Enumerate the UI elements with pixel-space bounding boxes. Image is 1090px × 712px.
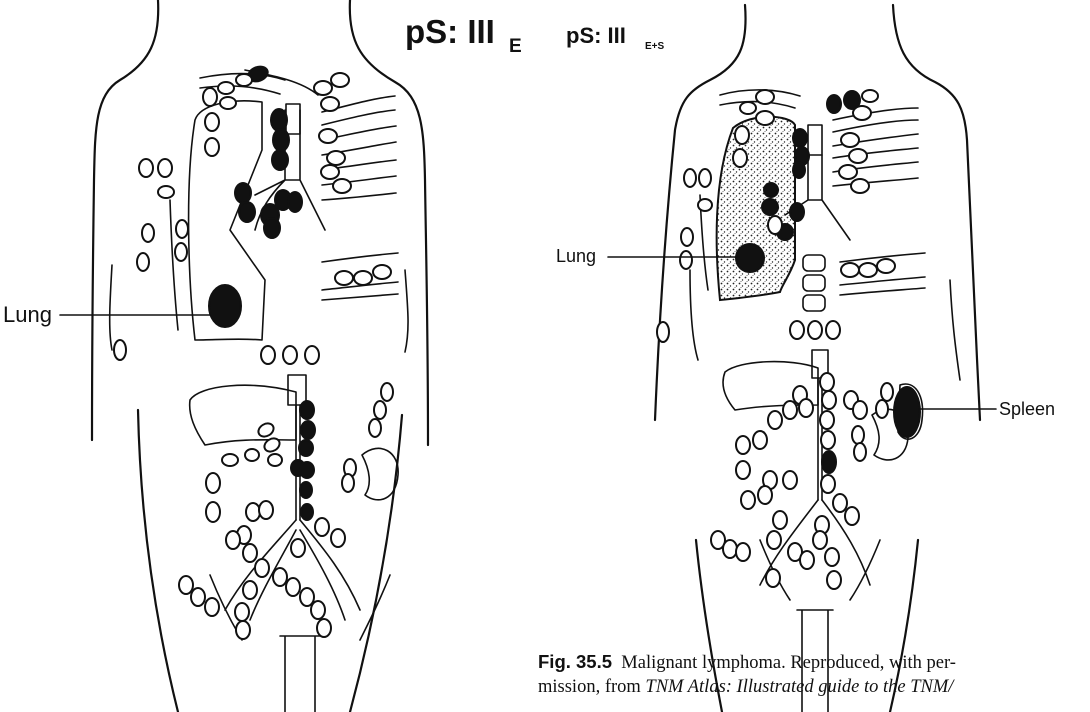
- svg-text:pS: III: pS: III: [405, 13, 495, 50]
- figure-number: Fig. 35.5: [538, 651, 612, 672]
- caption-text-2a: mission, from: [538, 677, 645, 697]
- left-body-diagram: [92, 0, 428, 712]
- left-stage-title: pS: III E: [405, 13, 522, 57]
- right-lung-label: Lung: [556, 246, 596, 266]
- left-lung-label: Lung: [3, 302, 52, 327]
- svg-text:E+S: E+S: [645, 41, 665, 52]
- right-body-outline: [655, 5, 980, 712]
- right-lung-shaded: [717, 117, 795, 300]
- spleen-mass: [894, 387, 920, 437]
- right-body-diagram: [655, 5, 980, 712]
- figure-caption: Fig. 35.5 Malignant lymphoma. Reproduced…: [538, 650, 1080, 699]
- caption-line-2: mission, from TNM Atlas: Illustrated gui…: [538, 675, 1080, 699]
- right-stage-title: pS: III E+S: [566, 23, 665, 52]
- caption-book-title: TNM Atlas: Illustrated guide to the TNM/: [645, 677, 953, 697]
- caption-line-1: Fig. 35.5 Malignant lymphoma. Reproduced…: [538, 650, 1080, 675]
- left-kidney: [362, 448, 398, 499]
- svg-text:pS: III: pS: III: [566, 23, 626, 48]
- caption-text-1: Malignant lymphoma. Reproduced, with per…: [621, 653, 956, 673]
- svg-text:E: E: [509, 36, 522, 57]
- spleen-label: Spleen: [999, 399, 1055, 419]
- right-lung-mass: [736, 244, 764, 272]
- left-lung-mass: [209, 285, 241, 327]
- left-liver: [190, 385, 296, 445]
